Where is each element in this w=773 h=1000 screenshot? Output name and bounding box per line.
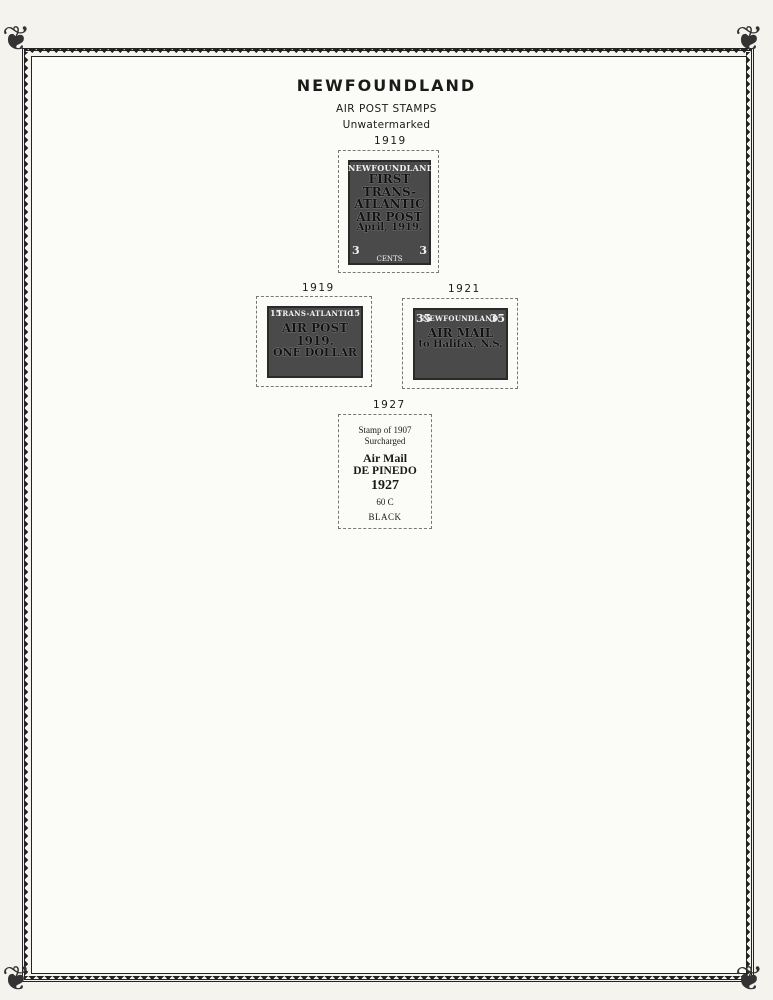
stamp-top-text: TRANS-ATLANTIC <box>276 309 354 318</box>
description-line: 1927 <box>371 478 399 493</box>
stamp-year-label: 1919 <box>374 135 407 147</box>
stamp-year-label: 1919 <box>302 282 335 294</box>
border-zigzag-right <box>746 52 752 977</box>
overprint-line: ONE DOLLAR <box>272 346 358 360</box>
overprint-line: ATLANTIC <box>354 197 425 212</box>
overprint-line: FIRST <box>368 172 411 186</box>
description-line: DE PINEDO <box>353 465 417 477</box>
overprint-line: AIR POST <box>281 321 349 335</box>
page-title: NEWFOUNDLAND <box>296 76 477 95</box>
stamp-value-right: 35 <box>489 312 505 325</box>
border-zigzag-left <box>24 52 30 977</box>
overprint-line: April, 1919. <box>356 222 423 234</box>
stamp-space: NEWFOUNDLAND AIR MAIL to Halifax, N.S. 3… <box>402 298 518 389</box>
corner-ornament-icon: ❦ <box>735 19 764 59</box>
stamp-value-left: 15 <box>270 308 282 318</box>
corner-ornament-icon: ❦ <box>735 959 764 999</box>
stamp-space: NEWFOUNDLAND FIRST TRANS- ATLANTIC AIR P… <box>338 150 439 273</box>
stamp-bottom-text: CENTS <box>376 255 403 263</box>
stamp-value-left: 3 <box>352 244 360 257</box>
overprint-line: AIR MAIL <box>427 326 494 340</box>
page-subtitle: AIR POST STAMPS <box>336 103 437 115</box>
stamp-1919-3c: NEWFOUNDLAND FIRST TRANS- ATLANTIC AIR P… <box>348 160 431 265</box>
description-line: 60 C <box>376 497 394 507</box>
stamp-value-right: 15 <box>348 308 360 318</box>
overprint-line: 1919. <box>296 333 334 348</box>
stamp-1919-dollar: TRANS-ATLANTIC AIR POST 1919. ONE DOLLAR… <box>267 306 363 378</box>
stamp-year-label: 1921 <box>448 283 481 295</box>
watermark-note: Unwatermarked <box>342 119 431 131</box>
stamp-top-text: NEWFOUNDLAND <box>348 163 431 173</box>
corner-ornament-icon: ❦ <box>2 19 31 59</box>
border-zigzag-top <box>24 49 752 55</box>
overprint-line: to Halifax, N.S. <box>418 338 503 350</box>
corner-ornament-icon: ❦ <box>2 959 31 999</box>
stamp-1921-35c: NEWFOUNDLAND AIR MAIL to Halifax, N.S. 3… <box>413 308 508 380</box>
stamp-value-left: 35 <box>416 312 432 325</box>
overprint-line: TRANS- <box>362 184 417 199</box>
border-zigzag-bottom <box>24 976 752 982</box>
stamp-description: Stamp of 1907 Surcharged Air Mail DE PIN… <box>339 425 431 523</box>
stamp-value-right: 3 <box>419 244 427 257</box>
stamp-space-1927: Stamp of 1907 Surcharged Air Mail DE PIN… <box>338 414 432 529</box>
stamp-year-label: 1927 <box>373 399 406 411</box>
overprint-line: AIR POST <box>356 209 423 224</box>
stamp-top-text: NEWFOUNDLAND <box>422 314 499 323</box>
description-line: Surcharged <box>364 436 406 446</box>
description-line: Stamp of 1907 <box>358 425 412 435</box>
description-line: BLACK <box>368 512 402 522</box>
stamp-space: TRANS-ATLANTIC AIR POST 1919. ONE DOLLAR… <box>256 296 372 387</box>
description-line: Air Mail <box>362 451 408 465</box>
